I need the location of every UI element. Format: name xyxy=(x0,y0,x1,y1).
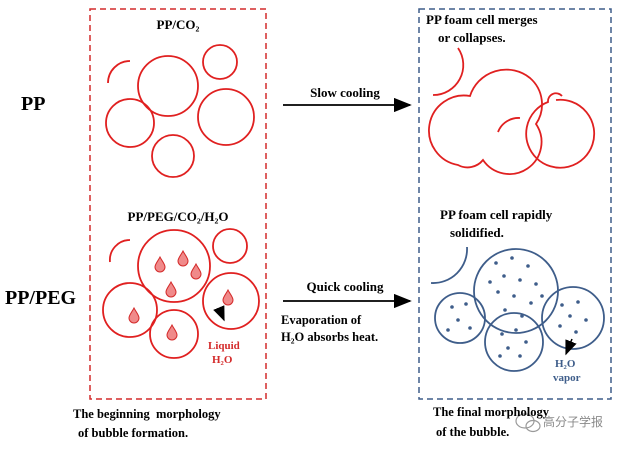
vapor-dot xyxy=(534,282,538,286)
pp-final-right-cell xyxy=(525,92,596,169)
pp-partial-bubble xyxy=(107,60,131,84)
vapor-dot xyxy=(468,326,472,330)
vapor-dot xyxy=(500,332,504,336)
pp-peg-final-cell-bottom xyxy=(484,312,544,372)
vapor-dot xyxy=(518,354,522,358)
vapor-dot xyxy=(526,264,530,268)
liquid-droplets xyxy=(128,249,234,341)
vapor-dot xyxy=(502,274,506,278)
pp-peg-final-header-line2: solidified. xyxy=(450,225,504,240)
pp-peg-final-cell-right xyxy=(541,286,605,350)
vapor-dot xyxy=(524,340,528,344)
pp-peg-final-cells xyxy=(430,246,605,372)
row-label-pp: PP xyxy=(21,93,46,115)
vapor-dot xyxy=(498,354,502,358)
pp-final-merged-cell xyxy=(428,47,596,175)
initial-panel-box xyxy=(89,8,267,400)
pp-bubble-bottom xyxy=(151,134,195,178)
liquid-h2o-label-line1: Liquid xyxy=(208,340,240,352)
h2o-vapor-label-line1: H₂O xyxy=(555,358,576,370)
watermark-text: 高分子学报 xyxy=(543,415,604,429)
pp-peg-bubble-large xyxy=(137,229,211,303)
pp-peg-final-header-line1: PP foam cell rapidly xyxy=(440,207,553,222)
liquid-droplet xyxy=(166,323,178,341)
vapor-dot xyxy=(450,305,454,309)
pp-peg-final-cell-left xyxy=(434,292,486,344)
vapor-dots xyxy=(446,256,588,358)
vapor-dot xyxy=(514,328,518,332)
pp-peg-partial-bubble xyxy=(109,239,131,263)
initial-caption-line1: The beginning morphology xyxy=(73,407,221,421)
pp-final-merged-inner xyxy=(497,117,521,133)
slow-cooling-label: Slow cooling xyxy=(310,85,380,100)
initial-caption-line2: of bubble formation. xyxy=(78,426,189,440)
pp-peg-co2-h2o-header: PP/PEG/CO₂/H₂O xyxy=(127,209,229,224)
liquid-droplet xyxy=(128,306,140,324)
pp-bubble-top-right xyxy=(202,44,238,80)
pp-peg-bubble-bottom xyxy=(149,309,199,359)
liquid-h2o-label-line2: H₂O xyxy=(212,354,233,366)
evaporation-note-line2: H₂O absorbs heat. xyxy=(281,330,379,344)
vapor-dot xyxy=(576,300,580,304)
vapor-dot xyxy=(568,314,572,318)
quick-cooling-label: Quick cooling xyxy=(306,279,384,294)
evaporation-note-line1: Evaporation of xyxy=(281,313,362,327)
vapor-dot xyxy=(464,302,468,306)
liquid-droplet xyxy=(154,255,166,273)
vapor-dot xyxy=(488,280,492,284)
pp-final-merged-outline xyxy=(428,68,543,175)
vapor-dot xyxy=(584,318,588,322)
pp-peg-bubble-right xyxy=(202,272,260,330)
vapor-dot xyxy=(496,290,500,294)
vapor-pointer-arrow xyxy=(565,338,577,356)
droplet-pointer-arrow xyxy=(213,305,225,322)
pp-peg-final-cell-large xyxy=(473,248,559,334)
vapor-dot xyxy=(529,301,533,305)
final-caption-line2: of the bubble. xyxy=(436,425,510,439)
pp-co2-header: PP/CO₂ xyxy=(156,17,200,32)
pp-bubble-right xyxy=(197,88,255,146)
vapor-dot xyxy=(512,294,516,298)
pp-peg-bubble-top-right xyxy=(212,228,248,264)
pp-peg-final-partial xyxy=(430,246,468,284)
liquid-droplet xyxy=(165,280,177,298)
pp-final-header-line2: or collapses. xyxy=(438,30,506,45)
wechat-icon xyxy=(515,413,541,433)
vapor-dot xyxy=(574,330,578,334)
vapor-dot xyxy=(518,278,522,282)
pp-final-header-line1: PP foam cell merges xyxy=(426,12,538,27)
pp-initial-bubbles xyxy=(105,44,255,178)
pp-peg-initial-bubbles xyxy=(102,228,260,359)
vapor-dot xyxy=(506,346,510,350)
pp-bubble-left xyxy=(105,98,155,148)
h2o-vapor-label-line2: vapor xyxy=(553,372,581,384)
pp-peg-bubble-left xyxy=(102,282,158,338)
vapor-dot xyxy=(540,294,544,298)
vapor-dot xyxy=(510,256,514,260)
vapor-dot xyxy=(446,328,450,332)
pp-final-partial-arc xyxy=(432,47,465,96)
vapor-dot xyxy=(558,324,562,328)
vapor-dot xyxy=(494,261,498,265)
final-caption-line1: The final morphology xyxy=(433,405,549,419)
pp-bubble-large xyxy=(137,55,199,117)
final-panel-box xyxy=(418,8,612,400)
liquid-droplet xyxy=(177,249,189,267)
vapor-dot xyxy=(520,314,524,318)
vapor-dot xyxy=(503,308,507,312)
liquid-droplet xyxy=(222,288,234,306)
vapor-dot xyxy=(560,303,564,307)
vapor-dot xyxy=(456,318,460,322)
liquid-droplet xyxy=(190,262,202,280)
row-label-pp-peg: PP/PEG xyxy=(5,287,77,309)
